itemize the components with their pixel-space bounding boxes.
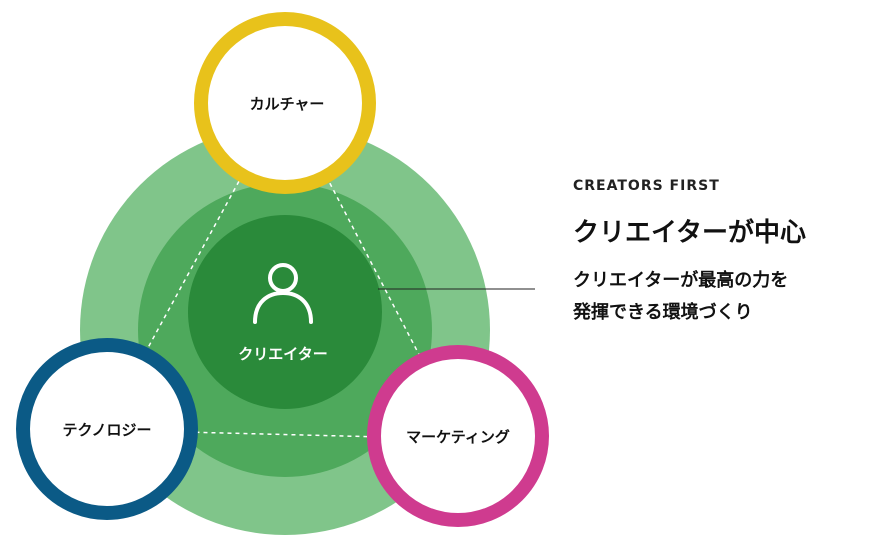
culture-circle [194,12,376,194]
technology-circle [16,338,198,520]
eyebrow-label: CREATORS FIRST [573,178,720,194]
headline: クリエイターが中心 [573,218,806,248]
center-label: クリエイター [238,345,327,363]
description-line: 発揮できる環境づくり [573,302,753,323]
info-block: CREATORS FIRST クリエイターが中心 クリエイターが最高の力を 発揮… [573,178,863,329]
marketing-circle [367,345,549,527]
person-icon [253,263,313,324]
technology-label: テクノロジー [62,421,151,439]
culture-label: カルチャー [250,95,325,113]
description-line: クリエイターが最高の力を [573,270,789,291]
description: クリエイターが最高の力を 発揮できる環境づくり [573,265,863,329]
inner-circle [188,215,382,409]
marketing-label: マーケティング [406,428,510,446]
